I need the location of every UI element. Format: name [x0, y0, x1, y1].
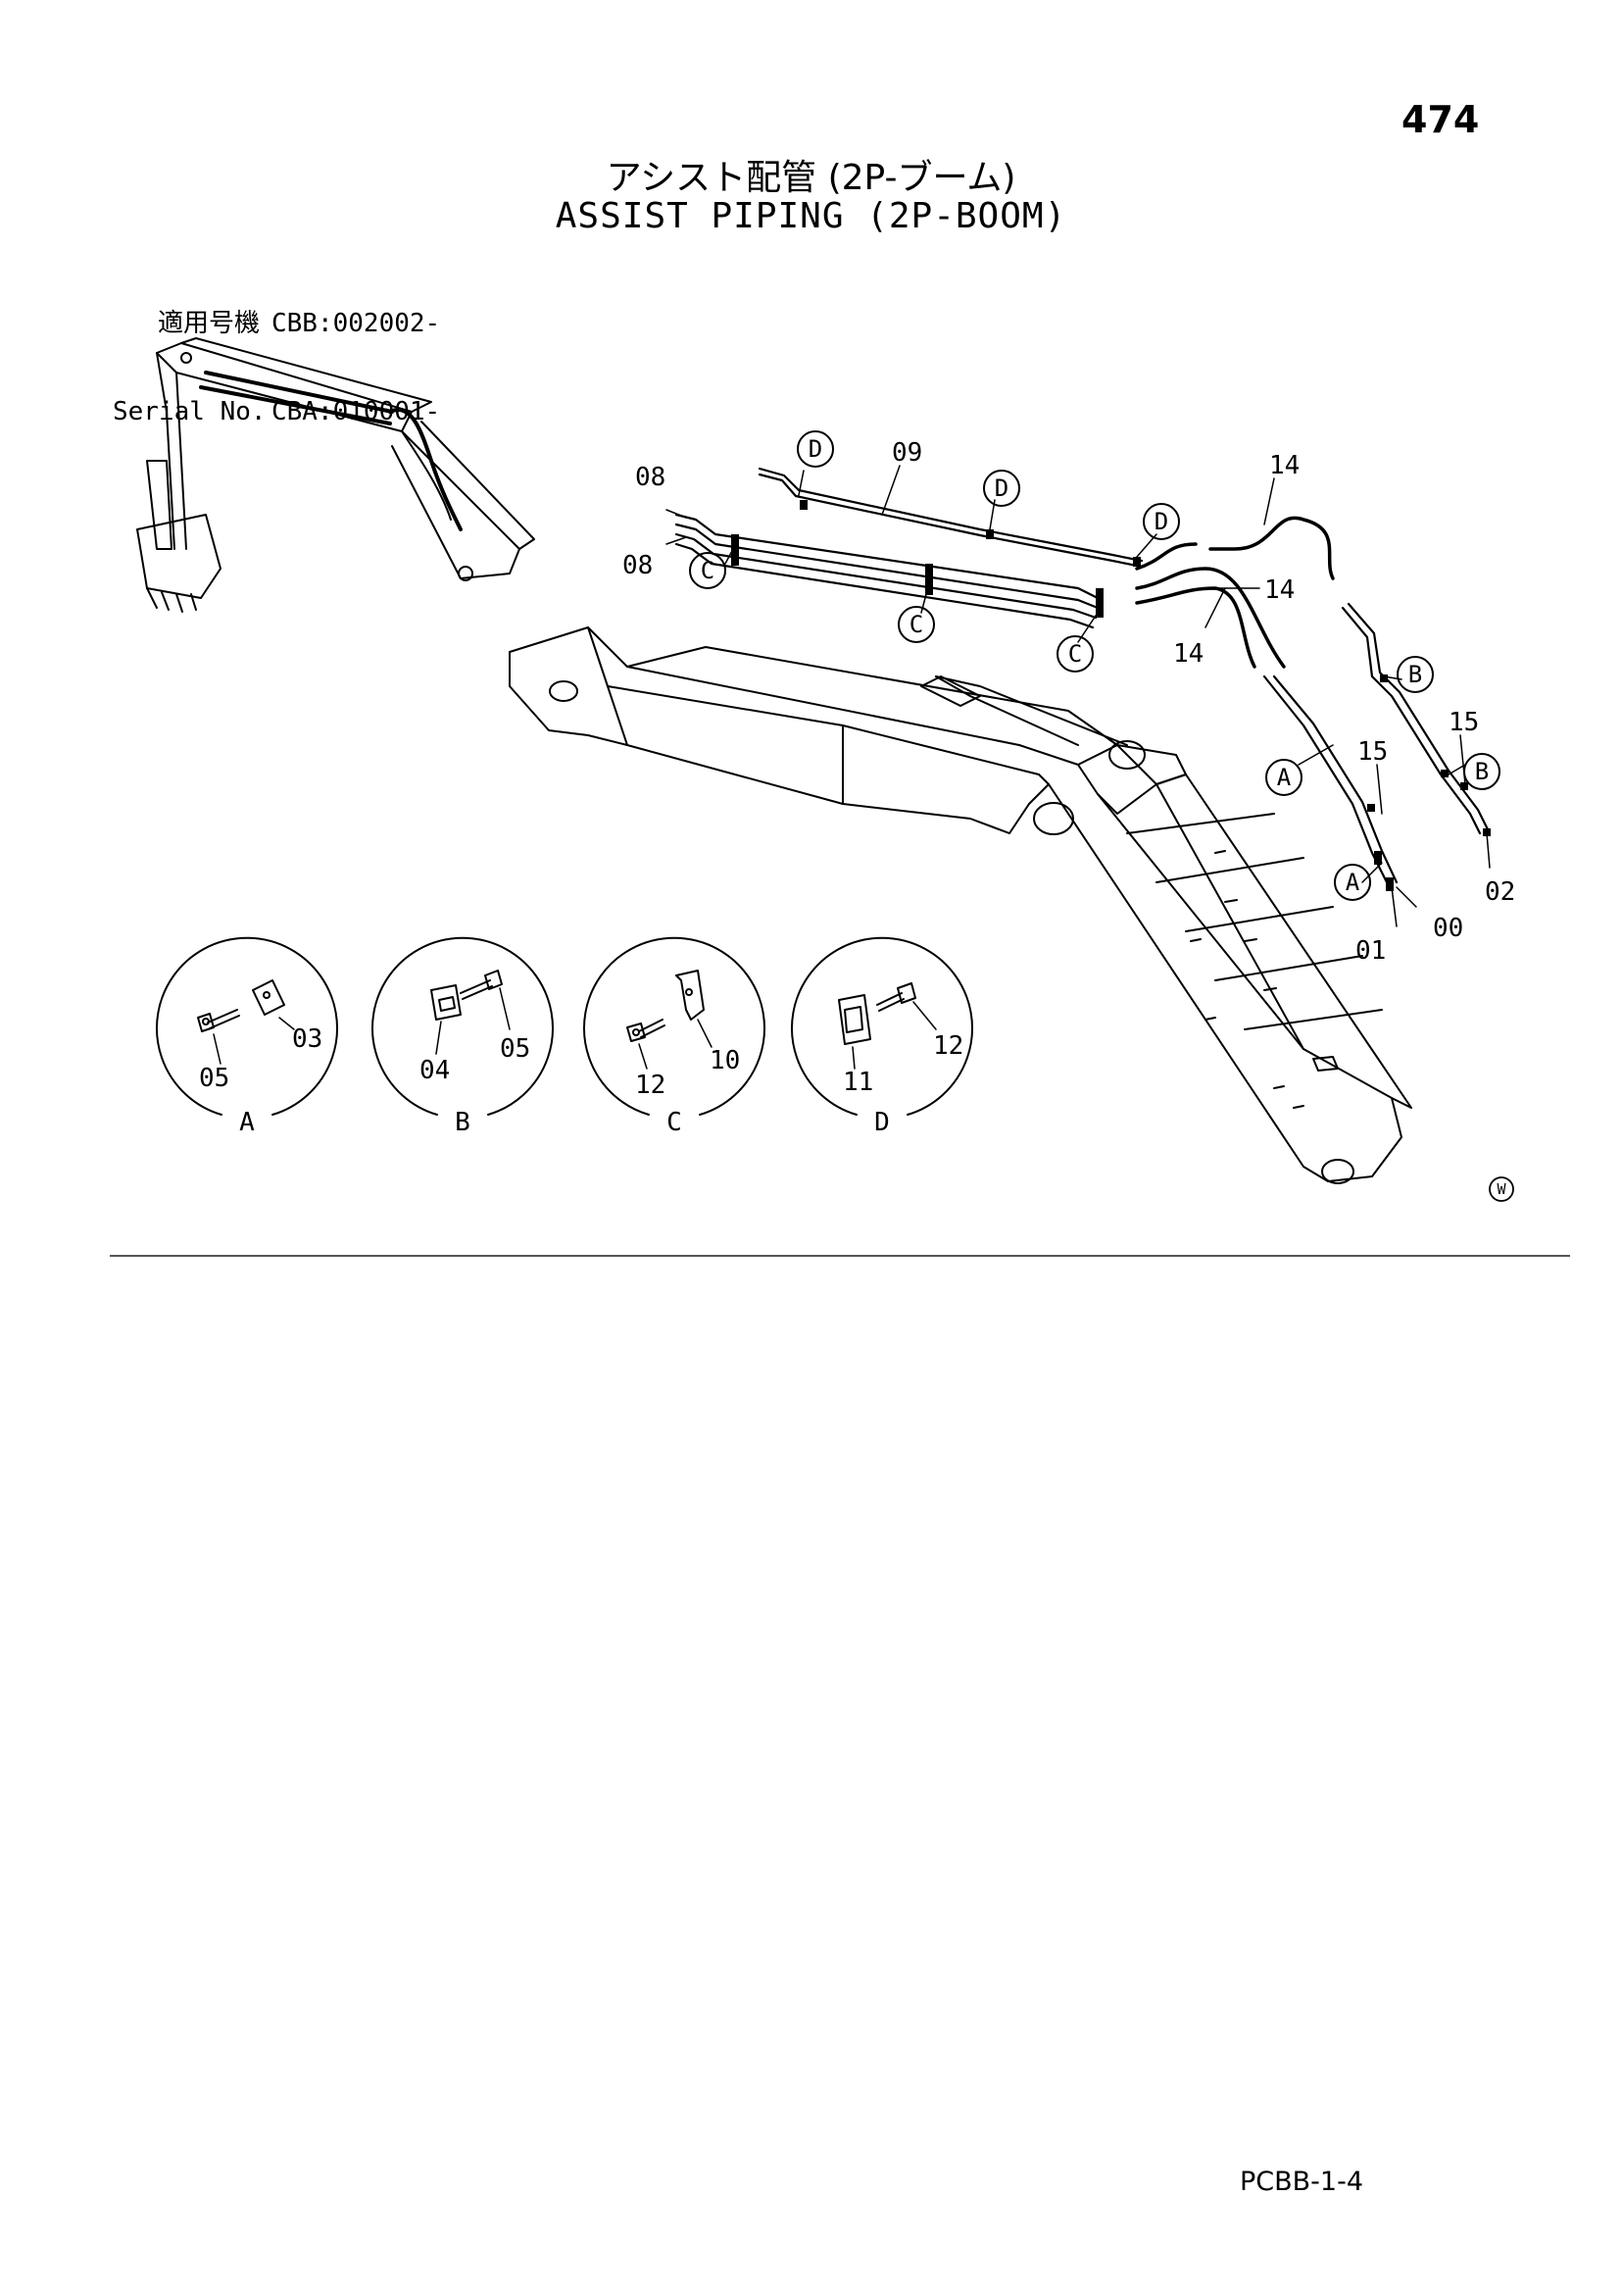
page-number: 474 — [1401, 98, 1480, 141]
callout-d-3: D — [1155, 508, 1168, 535]
callout-b-2: B — [1475, 758, 1489, 785]
serial-value-1: CBB:002002- — [271, 309, 441, 338]
detail-a-part-1: 05 — [199, 1064, 229, 1093]
pipes — [674, 467, 1490, 884]
detail-b: B 04 05 — [371, 936, 554, 1137]
serial-row-1: 適用号機 CBB:002002- — [113, 309, 440, 338]
detail-d: D 11 12 — [791, 936, 973, 1137]
part-label-15-left: 15 — [1357, 737, 1388, 767]
detail-c: C 12 10 — [583, 936, 765, 1137]
part-label-02: 02 — [1485, 877, 1515, 907]
part-label-14-mid: 14 — [1264, 575, 1295, 605]
callout-a-2: A — [1346, 869, 1360, 896]
callout-letters: D D D C C C A A B B — [701, 435, 1489, 896]
detail-a-letter: A — [239, 1108, 255, 1137]
title-japanese: アシスト配管 (2P-ブーム) — [606, 158, 1016, 198]
part-label-14-top: 14 — [1269, 451, 1300, 480]
part-label-09: 09 — [892, 438, 922, 468]
detail-d-part-2: 12 — [933, 1031, 963, 1061]
part-label-08-upper: 08 — [635, 463, 665, 492]
callout-c-3: C — [1068, 640, 1082, 668]
part-label-01: 01 — [1355, 936, 1386, 966]
callout-a-1: A — [1277, 764, 1292, 791]
part-label-15-right: 15 — [1449, 708, 1479, 737]
serial-block: 適用号機 CBB:002002- Serial No.CBA:010001- — [113, 250, 440, 456]
detail-a: A 05 03 — [156, 936, 338, 1137]
document-code: PCBB-1-4 — [1240, 2167, 1364, 2197]
detail-a-part-2: 03 — [292, 1024, 322, 1054]
callout-d-1: D — [809, 435, 822, 463]
callout-b-1: B — [1408, 661, 1422, 688]
detail-d-part-1: 11 — [843, 1068, 873, 1097]
title-english: ASSIST PIPING (2P-BOOM) — [555, 196, 1067, 236]
detail-b-letter: B — [455, 1108, 470, 1137]
callout-c-2: C — [909, 611, 923, 638]
detail-c-part-1: 12 — [635, 1071, 665, 1100]
detail-d-letter: D — [874, 1108, 890, 1137]
boom — [509, 626, 1412, 1184]
divider-line — [110, 1255, 1570, 1257]
excavator-thumbnail — [136, 337, 535, 613]
serial-row-2: Serial No.CBA:010001- — [113, 397, 440, 426]
part-labels: 08 08 09 14 14 14 15 15 00 01 02 — [622, 438, 1515, 966]
part-label-00: 00 — [1433, 914, 1463, 943]
callout-c-1: C — [701, 557, 714, 584]
serial-label-1: 適用号機 — [157, 309, 260, 338]
part-label-14-low: 14 — [1173, 639, 1204, 669]
leader-lines — [665, 465, 1491, 927]
detail-b-part-2: 05 — [500, 1034, 530, 1064]
clamps — [731, 500, 1491, 891]
callout-circles — [689, 430, 1500, 901]
w-symbol: W — [1489, 1176, 1514, 1202]
w-symbol-letter: W — [1497, 1180, 1506, 1198]
callout-d-2: D — [995, 474, 1008, 502]
serial-label-2: Serial No. — [113, 397, 267, 426]
part-label-08-lower: 08 — [622, 551, 653, 580]
detail-c-letter: C — [666, 1108, 682, 1137]
detail-c-part-2: 10 — [710, 1046, 740, 1075]
detail-b-part-1: 04 — [419, 1056, 450, 1085]
